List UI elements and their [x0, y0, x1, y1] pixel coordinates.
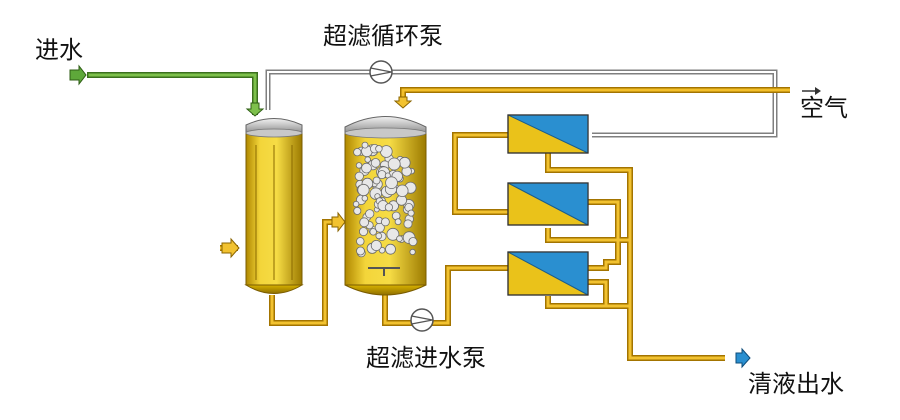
clear-effluent-label: 清液出水: [748, 370, 844, 398]
bubble-icon: [370, 158, 381, 168]
bubble-icon: [365, 209, 375, 219]
bubble-icon: [403, 219, 413, 229]
bubble-icon: [370, 239, 382, 251]
bubble-icon: [407, 209, 415, 217]
membrane-module-icon: [507, 182, 589, 226]
membrane-module-icon: [507, 114, 589, 154]
arrow-right-icon: [69, 64, 87, 86]
pump-icon: [369, 60, 393, 84]
bubble-icon: [385, 176, 398, 190]
bubble-icon: [356, 246, 365, 256]
bubble-icon: [375, 145, 383, 153]
reactor-tank: [344, 116, 427, 296]
bubble-icon: [352, 141, 418, 258]
bubble-icon: [384, 203, 393, 212]
arrow-right-icon: [735, 347, 751, 369]
bubble-icon: [372, 176, 381, 185]
membrane-module-icon: [507, 251, 589, 296]
pump-icon: [410, 308, 434, 332]
circulation-pipe: [265, 69, 778, 138]
diffuser-icon: [368, 267, 400, 276]
inlet-pipe: [87, 72, 258, 115]
bubble-icon: [386, 227, 400, 241]
arrow-right-icon: [221, 237, 240, 259]
bubble-icon: [364, 156, 371, 163]
bubble-icon: [375, 232, 383, 240]
bubble-icon: [357, 183, 370, 197]
bubble-icon: [358, 227, 368, 237]
bubble-icon: [387, 157, 401, 171]
bubble-icon: [361, 195, 368, 202]
bubble-icon: [394, 218, 402, 226]
arrow-down-icon: [245, 102, 265, 117]
arrow-down-icon: [393, 96, 413, 109]
air-arrow-icon: [802, 87, 821, 95]
bubble-icon: [356, 237, 365, 246]
bubble-icon: [408, 237, 418, 247]
bubble-icon: [409, 248, 416, 256]
bubble-icon: [380, 217, 390, 227]
bubble-icon: [355, 162, 363, 169]
uf-feed-pump-label: 超滤进水泵: [366, 344, 486, 372]
uf-circulation-pump-label: 超滤循环泵: [323, 22, 443, 50]
bubble-icon: [359, 217, 370, 228]
bubble-icon: [352, 200, 360, 208]
bubble-icon: [398, 156, 411, 169]
inlet-water-label: 进水: [35, 36, 83, 64]
bubble-icon: [353, 148, 362, 157]
pretreatment-tank: [244, 118, 304, 294]
bubble-icon: [361, 141, 369, 149]
arrow-right-icon: [331, 211, 346, 233]
bubble-icon: [396, 235, 403, 243]
bubble-icon: [396, 184, 409, 198]
process-pipes: [220, 132, 725, 361]
bubble-icon: [361, 162, 372, 174]
bubble-icon: [369, 228, 377, 236]
bubble-icon: [354, 171, 364, 181]
bubble-icon: [385, 243, 396, 255]
bubble-icon: [353, 206, 362, 215]
air-pipe: [400, 87, 790, 100]
air-label: 空气: [800, 94, 848, 122]
